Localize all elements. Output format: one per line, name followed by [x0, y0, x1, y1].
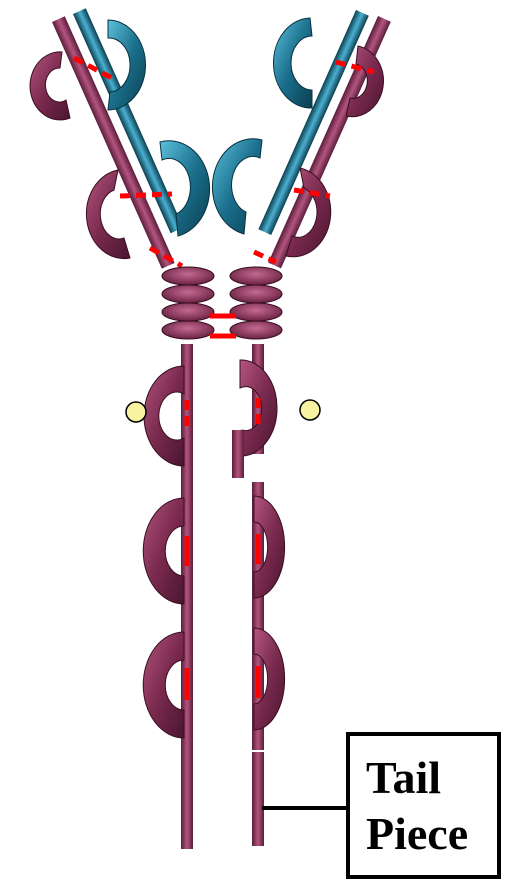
right-light-chain-bar	[258, 10, 368, 235]
left-heavy-chain-bar	[52, 16, 175, 268]
tail-piece-label-line2: Piece	[366, 806, 497, 862]
hinge-disc	[230, 267, 282, 285]
left-carbohydrate-circle	[126, 402, 146, 422]
left-vh-domain	[30, 52, 70, 120]
left-heavy-chain-arm	[52, 16, 175, 268]
hinge-disc	[230, 285, 282, 303]
right-light-chain-arm	[258, 10, 368, 235]
right-ch2-domain-tail	[232, 430, 244, 478]
left-ch3-domain	[143, 498, 184, 604]
right-carbohydrate-circle	[300, 400, 320, 420]
hinge-disc	[162, 285, 214, 303]
hinge-region	[162, 267, 282, 339]
hinge-disc	[230, 303, 282, 321]
right-vl-domain	[273, 18, 312, 108]
hinge-disc	[162, 321, 214, 339]
left-ch4-domain	[143, 632, 184, 738]
right-cl-domain	[212, 139, 262, 234]
right-fc-chain-bar	[252, 752, 264, 846]
left-ch2-domain	[144, 366, 184, 466]
tail-piece-label-line1: Tail	[366, 750, 497, 806]
left-vl-domain	[108, 20, 146, 110]
tail-piece-callout: Tail Piece	[346, 732, 501, 879]
hinge-disc	[230, 321, 282, 339]
hinge-disc	[162, 303, 214, 321]
left-ch1-domain	[86, 170, 130, 259]
hinge-disc	[162, 267, 214, 285]
